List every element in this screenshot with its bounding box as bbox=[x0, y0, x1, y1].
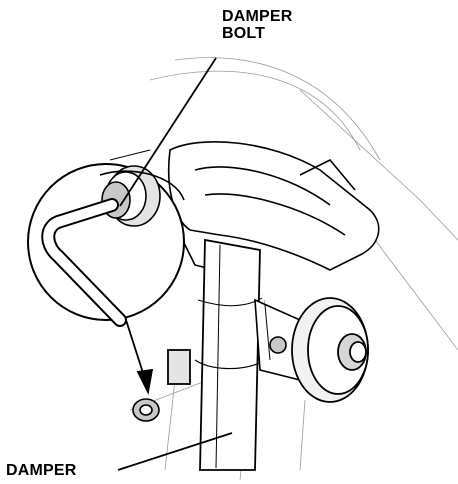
damper-label: DAMPER bbox=[6, 462, 77, 479]
damper-label-text: DAMPER bbox=[6, 462, 77, 479]
damper-bolt-label: DAMPER BOLT bbox=[222, 8, 293, 42]
damper-bolt-removed bbox=[132, 398, 160, 422]
damper-bolt-label-line2: BOLT bbox=[222, 25, 266, 42]
damper-bolt-label-line1: DAMPER bbox=[222, 8, 293, 25]
damper-body bbox=[167, 238, 263, 471]
detail-circle bbox=[27, 149, 185, 327]
damper-leader bbox=[117, 432, 233, 471]
damper-bolt-leader bbox=[119, 57, 217, 207]
bushing-disc bbox=[291, 297, 369, 403]
upper-mount bbox=[167, 141, 380, 271]
removal-arrow bbox=[125, 319, 154, 395]
